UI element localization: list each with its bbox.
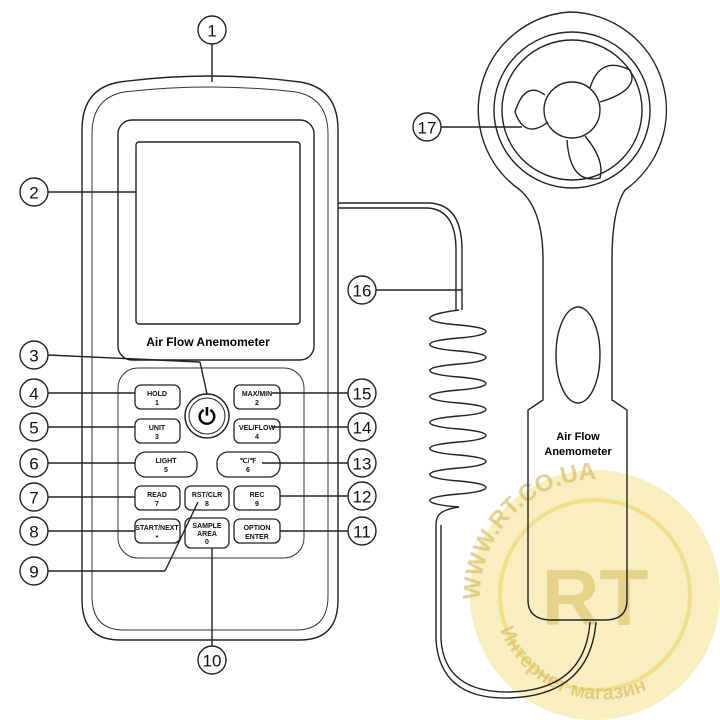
svg-text:℃/℉: ℃/℉ [240,457,257,465]
screen-label: Air Flow Anemometer [146,335,270,349]
callout-5: 5 [19,412,49,442]
svg-text:5: 5 [164,467,168,474]
svg-text:7: 7 [29,489,38,508]
leader-lines [47,44,522,646]
rst-clr-button[interactable]: RST/CLR 8 [184,485,230,511]
probe-label-line2: Anemometer [544,446,612,458]
svg-text:ENTER: ENTER [245,534,269,541]
svg-text:•: • [156,534,159,541]
svg-text:AREA: AREA [197,531,217,538]
svg-text:15: 15 [353,385,372,404]
svg-text:RST/CLR: RST/CLR [192,492,222,499]
callout-13: 13 [347,448,377,478]
svg-text:VEL/FLOW: VEL/FLOW [239,425,276,432]
start-next-button[interactable]: START/NEXT • [134,518,181,544]
callout-11: 11 [347,516,377,546]
svg-text:START/NEXT: START/NEXT [135,525,179,532]
callout-1: 1 [197,15,227,45]
callout-4: 4 [19,378,49,408]
svg-text:9: 9 [255,501,259,508]
vane-hub [543,81,601,139]
callout-12: 12 [347,481,377,511]
probe-cable [338,202,597,699]
svg-text:3: 3 [29,347,38,366]
svg-text:16: 16 [353,282,372,301]
callout-17: 17 [412,112,442,142]
callout-2: 2 [19,177,49,207]
svg-text:REC: REC [250,492,265,499]
svg-text:5: 5 [29,419,38,438]
svg-text:0: 0 [205,539,209,546]
meter-body: Air Flow Anemometer [81,75,339,641]
temp-unit-button[interactable]: ℃/℉ 6 [216,451,281,478]
svg-text:2: 2 [255,400,259,407]
callout-15: 15 [347,378,377,408]
svg-text:12: 12 [353,488,372,507]
svg-text:14: 14 [353,419,372,438]
vane-wheel [493,31,651,189]
probe-grip-slot [555,306,601,404]
svg-text:SAMPLE: SAMPLE [192,523,222,530]
callout-9: 9 [19,556,49,586]
unit-button[interactable]: UNIT 3 [134,418,181,444]
svg-text:LIGHT: LIGHT [156,458,178,465]
vane-probe: Air Flow Anemometer [477,11,668,621]
callout-10: 10 [197,645,227,675]
svg-text:11: 11 [353,523,371,542]
svg-text:OPTION: OPTION [244,525,271,532]
svg-text:6: 6 [246,467,250,474]
svg-text:8: 8 [29,523,38,542]
light-button[interactable]: LIGHT 5 [134,451,198,478]
svg-text:1: 1 [207,22,216,41]
callouts: 1 2 3 4 5 6 7 8 9 10 11 12 13 14 15 16 1… [19,15,442,675]
svg-text:7: 7 [155,501,159,508]
rec-button[interactable]: REC 9 [233,485,281,511]
svg-text:4: 4 [255,434,259,441]
power-icon: ⏻ [198,404,216,429]
svg-text:13: 13 [353,455,372,474]
hold-button[interactable]: HOLD 1 [134,384,181,410]
svg-text:9: 9 [29,563,38,582]
callout-14: 14 [347,412,377,442]
watermark: RT WWW.RT.CO.UA Интернет магазин [459,458,720,720]
svg-text:6: 6 [29,455,38,474]
svg-text:8: 8 [205,501,209,508]
probe-label-line1: Air Flow [556,431,600,443]
callout-3: 3 [19,340,49,370]
read-button[interactable]: READ 7 [134,485,181,511]
svg-text:UNIT: UNIT [149,425,166,432]
callout-16: 16 [347,275,377,305]
callout-8: 8 [19,516,49,546]
svg-text:1: 1 [155,400,159,407]
svg-text:4: 4 [29,385,38,404]
svg-text:17: 17 [418,119,437,138]
power-button[interactable]: ⏻ [184,393,230,439]
lcd-screen [135,141,301,325]
svg-text:10: 10 [203,652,222,671]
callout-7: 7 [19,482,49,512]
callout-6: 6 [19,448,49,478]
svg-text:HOLD: HOLD [147,391,167,398]
max-min-button[interactable]: MAX/MIN 2 [233,384,281,410]
svg-text:2: 2 [29,184,38,203]
vel-flow-button[interactable]: VEL/FLOW 4 [233,418,281,444]
svg-text:MAX/MIN: MAX/MIN [242,391,272,398]
svg-text:READ: READ [147,492,167,499]
option-enter-button[interactable]: OPTION ENTER [233,518,281,544]
svg-text:3: 3 [155,434,159,441]
